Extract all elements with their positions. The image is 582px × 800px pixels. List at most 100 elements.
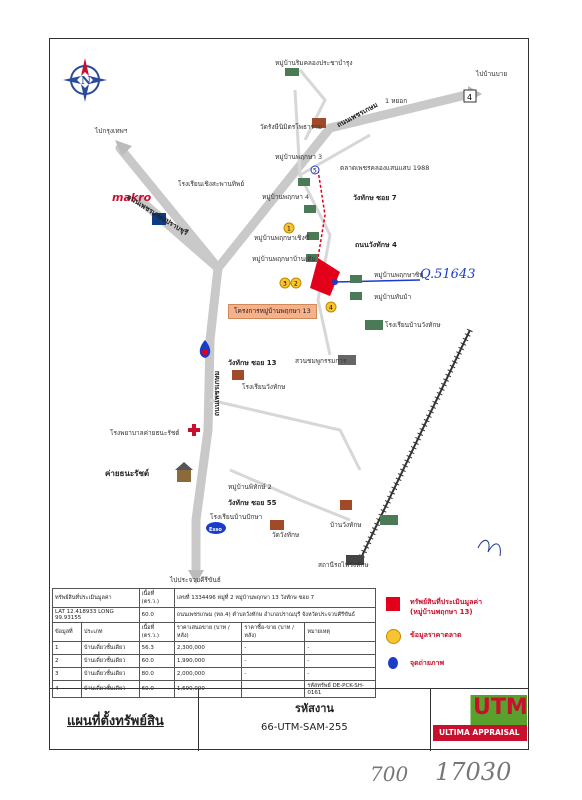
table-cell-price: 2,000,000 [173, 667, 243, 681]
table-cell-area: 80.0 [138, 667, 175, 681]
table-cell-sold: - [241, 654, 306, 668]
marker-number: 3 [283, 281, 287, 288]
road-northeast [213, 89, 475, 273]
arrow-bangkok-icon [115, 140, 132, 156]
utm-logo-sub: ULTIMA APPRAISAL [439, 728, 520, 737]
label-station: บ้านวังทักษ [330, 521, 362, 529]
railway-line [359, 329, 471, 561]
legend-subject-swatch [386, 597, 400, 611]
table-cell-price: 2,300,000 [173, 641, 243, 655]
table-cell-note: - [304, 654, 376, 668]
svg-text:Esso: Esso [209, 527, 222, 533]
table-cell-no: 1 [52, 641, 82, 655]
label-village-6: หมู่บ้านพฤกษาซิบุ [374, 271, 424, 279]
label-school: โรงเรียนบ้านวังทักษ [385, 321, 441, 329]
label-soi-7: วังทักษ ซอย 7 [353, 194, 397, 202]
label-village-5: หมู่บ้านพฤกษาบ้านเดิม [252, 255, 316, 263]
info-table: ทรัพย์สินที่ประเมินมูลค่า เนื้อที่ (ตร.ว… [52, 588, 377, 698]
footer: แผนที่ตั้งทรัพย์สิน รหัสงาน 66-UTM-SAM-2… [49, 688, 529, 751]
table-cell-no: 4 [52, 680, 82, 698]
handwritten-number-1: 700 [370, 762, 409, 786]
footer-title: แผนที่ตั้งทรัพย์สิน [67, 714, 164, 729]
village-icons [285, 68, 398, 525]
north-arrow-icon: N [63, 58, 107, 102]
access-route [317, 169, 326, 259]
signature-mark [477, 539, 501, 557]
garden-icon [338, 355, 356, 365]
table-cell-type: บ้านเดี่ยวชั้นเดียว [80, 680, 140, 698]
label-temple-2: วัดวังทักษ [272, 531, 300, 539]
svg-text:N: N [81, 74, 91, 87]
project-label: โครงการหมู่บ้านพฤกษา 13 [228, 304, 317, 319]
footer-code: 66-UTM-SAM-255 [261, 722, 348, 733]
legend-subject: ทรัพย์สินที่ประเมินมูลค่า [410, 598, 483, 606]
table-cell-type: บ้านเดี่ยวชั้นเดียว [80, 654, 140, 668]
table-cell-type: บ้านเดี่ยวชั้นเดียว [80, 667, 140, 681]
reference-code: Q.51643 [420, 267, 476, 282]
label-to-kabin: ไปบ้านบาย [476, 70, 508, 78]
marker-number: 2 [294, 281, 298, 288]
subject-parcel [310, 258, 340, 296]
label-village-1: หมู่บ้านริมคลองประชาบำรุง [275, 59, 353, 67]
makro-logo: makro [112, 191, 152, 204]
photo-point-markers [310, 165, 338, 285]
label-brand: 1 หยอก [385, 97, 408, 105]
label-railway-station: สถานีรถไฟวังทักษ [318, 561, 369, 569]
makro-building-icon [152, 213, 166, 225]
label-soi-4: ถนนวังทักษ 4 [355, 241, 397, 249]
label-soi-55: วังทักษ ซอย 55 [228, 499, 277, 507]
label-to-south: ไปประจวบคีรีขันธ์ [170, 576, 221, 584]
legend-comparable: ข้อมูลราคาตลาด [410, 631, 462, 639]
marker-number: 4 [329, 305, 333, 312]
arrow-south-icon [188, 570, 204, 584]
marker-number: 1 [287, 226, 291, 233]
legend-photo-icon [388, 657, 398, 669]
label-village-2: หมู่บ้านพฤกษา 3 [275, 153, 323, 161]
table-cell-note: - [304, 667, 376, 681]
marker-number: 5 [313, 168, 317, 175]
label-school-3: โรงเรียนบ้านปักษา [210, 513, 263, 521]
table-cell-sold: - [241, 641, 306, 655]
label-camp: ค่ายธนะรัชต์ [105, 469, 150, 478]
table-cell-area: 60.0 [138, 654, 175, 668]
subject-label: ทรัพย์สินที่ประเมินมูลค่า [52, 588, 140, 608]
utm-logo-text: UTM [473, 695, 528, 720]
label-school-road: โรงเรียนเชิงสะพานทิพย์ [178, 180, 245, 188]
label-school-2: โรงเรียนวังทักษ [242, 383, 286, 391]
utm-logo: UTM ULTIMA APPRAISAL [433, 691, 528, 749]
camp-icon [177, 470, 191, 482]
footer-code-label: รหัสงาน [295, 702, 334, 715]
label-village-7: หมู่บ้านทับม้า [374, 293, 412, 301]
legend-subject-sub: (หมู่บ้านพฤกษา 13) [410, 608, 473, 616]
table-cell-note: รหัสทรัพย์ DE-PCK-SH-0161 [304, 680, 376, 698]
road-highway-4 [115, 143, 223, 577]
label-village-3: หมู่บ้านพฤกษา 4 [262, 193, 310, 201]
map-frame [49, 38, 529, 750]
legend-comparable-icon [386, 629, 401, 644]
route-shield-icons: 4 [463, 89, 477, 103]
label-temple-1: วัดรังษีนิมิตรโพธาราม [260, 123, 323, 131]
legend-photo: จุดถ่ายภาพ [410, 659, 445, 667]
table-cell-area: 56.3 [138, 641, 175, 655]
table-cell-sold: - [241, 680, 306, 698]
hospital-icon [188, 424, 200, 436]
table-cell-price: 1,990,000 [173, 654, 243, 668]
station-icon [346, 555, 364, 565]
table-cell-sold: - [241, 667, 306, 681]
svg-text:4: 4 [467, 93, 472, 102]
label-soi-13: วังทักษ ซอย 13 [228, 359, 277, 367]
label-to-bangkok: ไปกรุงเทพฯ [95, 127, 128, 135]
comparable-markers [279, 222, 337, 313]
table-cell-type: บ้านเดี่ยวชั้นเดียว [80, 641, 140, 655]
label-village-8: หมู่บ้านพิทักษ์ 2 [228, 483, 272, 491]
label-market: ตลาดเพชรคลองแสนแสบ 1988 [340, 164, 430, 172]
table-cell-no: 2 [52, 654, 82, 668]
table-cell-note: - [304, 641, 376, 655]
label-garden: สวนชมพูกรรมการ [295, 357, 347, 365]
esso-icon [206, 522, 226, 534]
